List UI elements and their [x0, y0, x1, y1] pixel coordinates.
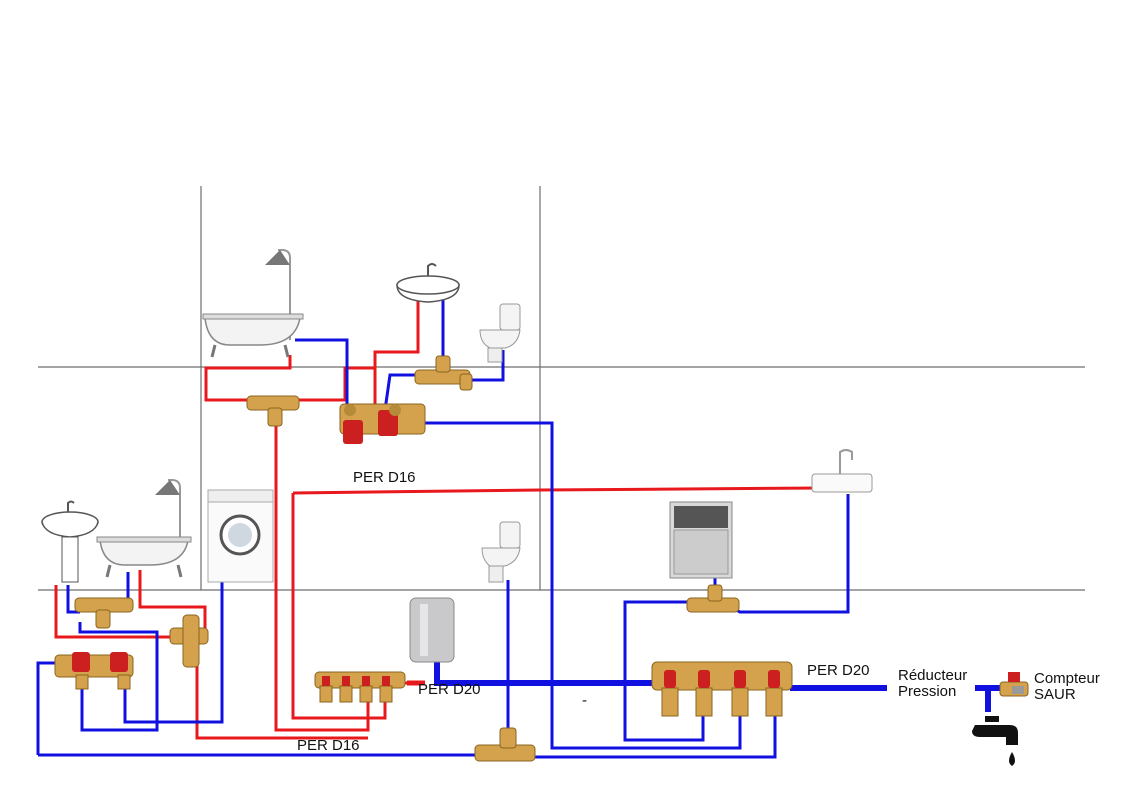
bathtub-shower-icon	[202, 249, 304, 358]
tee-fitting-icon	[414, 355, 473, 391]
valve-icon	[339, 403, 426, 444]
manifold-icon	[314, 671, 406, 703]
reducer-label-line1: Réducteur	[898, 667, 968, 684]
washbasin-icon	[396, 263, 460, 303]
per-d20-main-label: PER D20	[807, 662, 870, 679]
kitchen-sink-icon	[811, 449, 873, 493]
washbasin-icon	[41, 500, 99, 583]
water-meter-icon	[999, 672, 1029, 697]
hot-pipes	[54, 300, 821, 740]
walls	[38, 186, 1085, 591]
tee-fitting-icon	[74, 597, 134, 629]
valve-icon	[54, 652, 134, 690]
tee-fitting-icon	[474, 727, 536, 762]
meter-label-line1: Compteur	[1034, 670, 1100, 687]
toilet-icon	[481, 521, 521, 583]
water-heater-icon	[409, 597, 455, 663]
toilet-icon	[479, 303, 521, 363]
washing-machine-icon	[207, 489, 274, 583]
manifold-icon	[651, 661, 793, 717]
bathtub-shower-icon	[96, 479, 192, 578]
reducer-label-line2: Pression	[898, 683, 957, 700]
tee-fitting-icon	[246, 395, 300, 427]
per-d16-bottom-label: PER D16	[297, 737, 360, 754]
per-d20-heater-label: PER D20	[418, 681, 481, 698]
tap-icon	[972, 716, 1018, 766]
meter-label-line2: SAUR	[1034, 686, 1076, 703]
tee-fitting-icon	[686, 584, 740, 613]
per-d16-top-label: PER D16	[353, 469, 416, 486]
cold-pipes	[36, 300, 850, 759]
tee-fitting-icon	[169, 614, 209, 668]
meter-label: Compteur SAUR	[1034, 671, 1100, 703]
reducer-label: Réducteur Pression	[898, 668, 967, 700]
dash-label: -	[582, 692, 587, 709]
dishwasher-icon	[669, 501, 733, 579]
main-pipes	[407, 660, 1000, 712]
